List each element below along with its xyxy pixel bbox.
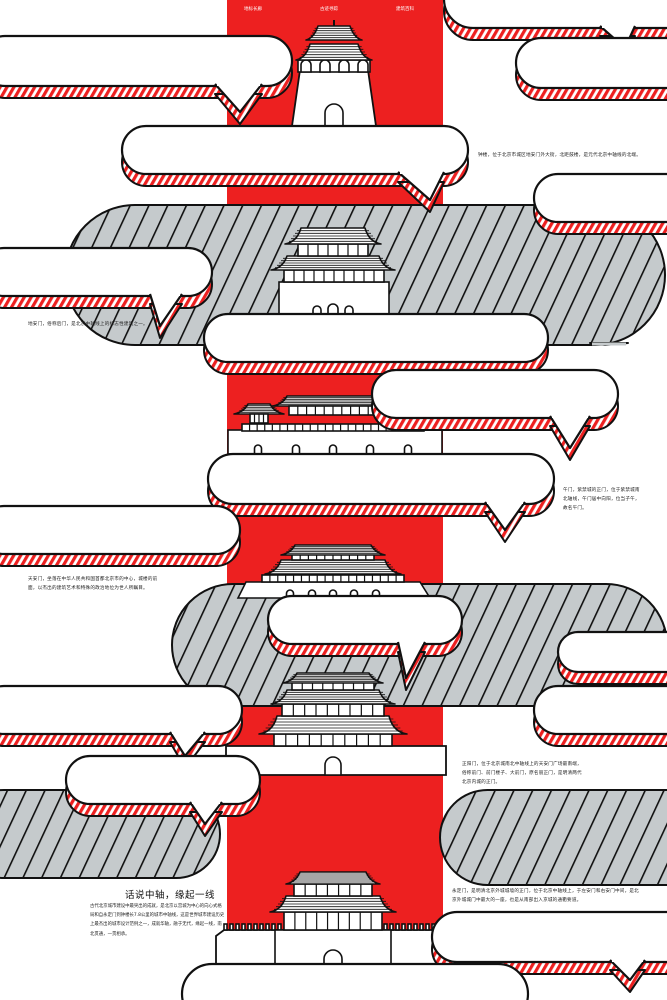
drum-tower-icon (270, 227, 396, 317)
top-nav: 地标长廊 古迹寻踪 建筑百科 (244, 6, 414, 12)
bell-tower-icon (290, 20, 378, 127)
zhengyangmen-icon (225, 672, 447, 776)
meridian-gate-icon (227, 395, 443, 455)
bubble-n (532, 684, 667, 747)
bubble-h (370, 368, 620, 461)
bubble-e (532, 172, 667, 235)
bubble-q (180, 962, 530, 1000)
bubble-j (0, 504, 242, 567)
nav-item-2[interactable]: 古迹寻踪 (320, 7, 338, 12)
gray-cloud-4 (439, 789, 667, 886)
bubble-f (0, 246, 214, 339)
note-zhengyangmen: 正阳门，位于北京城南北中轴线上的天安门广场最南端，俗称前门、前门楼子、大前门，原… (462, 762, 582, 785)
poster-title: 话说中轴，缘起一线 (125, 890, 216, 901)
nav-item-3[interactable]: 建筑百科 (396, 7, 414, 12)
bubble-i (206, 452, 556, 543)
bubble-d (120, 124, 470, 213)
note-dianmen: 地安门，俗称后门，是北京中轴线上的标志性建筑之一。 (28, 322, 148, 327)
bubble-b (0, 34, 294, 125)
nav-item-1[interactable]: 地标长廊 (244, 7, 262, 12)
bubble-l (556, 630, 667, 685)
note-bell-tower: 钟楼，位于北京市城区地安门外大街，北距鼓楼，是元代北京中轴线的北端。 (478, 153, 641, 158)
bubble-o (64, 754, 262, 837)
tiananmen-icon (236, 544, 432, 599)
note-meridian-gate: 午门，紫禁城的正门，位于紫禁城南北轴线，午门居中向阳，位当子午，故名午门。 (563, 488, 640, 511)
bubble-p (430, 910, 667, 993)
bubble-k (266, 594, 464, 691)
note-yongdingmen: 永定门，是明清北京外城城墙的正门，位于北京中轴线上，于左安门和右安门中间，是北京… (452, 889, 639, 903)
bubble-g (202, 312, 550, 375)
note-tiananmen: 天安门，坐落在中华人民共和国首都北京市的中心，城楼的前面，以杰出的建筑艺术和特殊… (28, 577, 158, 591)
bubble-c (514, 36, 667, 101)
poster-intro: 古代北京城市建设中最突出的成就，是北京以宫城为中心的向心式格局和自永定门到钟楼长… (90, 904, 225, 937)
